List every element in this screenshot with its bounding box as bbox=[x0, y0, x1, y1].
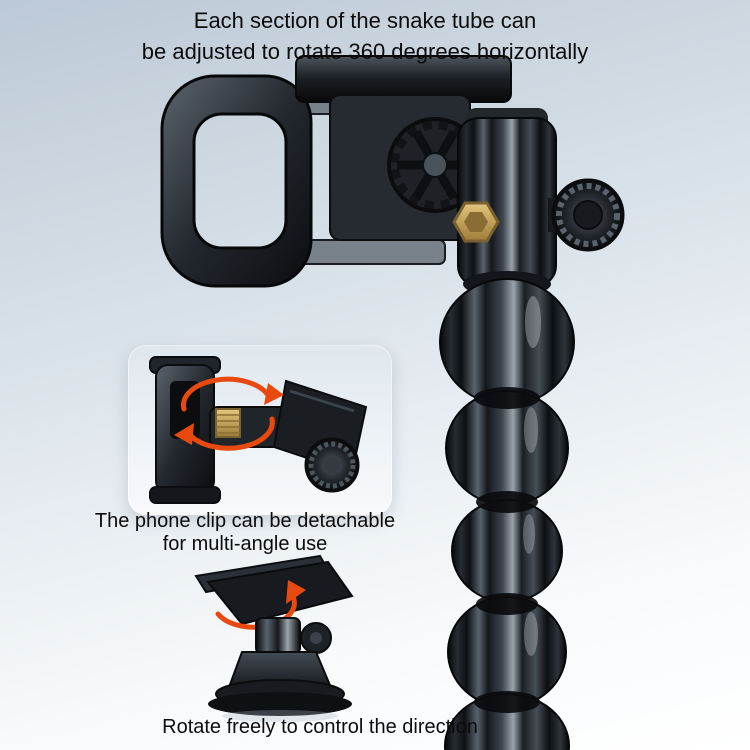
base-caption-line: Rotate freely to control the direction bbox=[162, 716, 478, 738]
detail-inset-base bbox=[170, 550, 390, 722]
hex-bolt bbox=[452, 201, 500, 243]
top-caption: Each section of the snake tube can be ad… bbox=[45, 5, 685, 67]
clip-caption-line1: The phone clip can be detachable bbox=[94, 510, 396, 532]
top-caption-line1: Each section of the snake tube can bbox=[193, 8, 537, 33]
phone-clip-detail-image bbox=[149, 356, 368, 504]
detail-inset-phone-clip bbox=[128, 345, 392, 515]
base-caption: Rotate freely to control the direction bbox=[0, 716, 640, 739]
base-neck bbox=[255, 617, 301, 655]
rotation-arrows-icon bbox=[174, 376, 284, 451]
base-reflection bbox=[222, 710, 338, 722]
snake-tube-segment bbox=[439, 278, 575, 406]
snake-tube bbox=[439, 271, 575, 750]
clip-knob bbox=[304, 437, 360, 493]
top-caption-line2: be adjusted to rotate 360 degrees horizo… bbox=[141, 39, 589, 64]
tension-knob bbox=[551, 178, 625, 252]
brass-screw bbox=[215, 408, 241, 438]
clip-caption-line2: for multi-angle use bbox=[162, 533, 328, 555]
clip-caption: The phone clip can be detachable for mul… bbox=[25, 510, 465, 556]
base-rotation-image bbox=[194, 554, 354, 722]
snake-tube-segment bbox=[451, 499, 563, 603]
phone-clip-frame bbox=[160, 74, 313, 288]
base-clamp-head bbox=[206, 560, 354, 626]
